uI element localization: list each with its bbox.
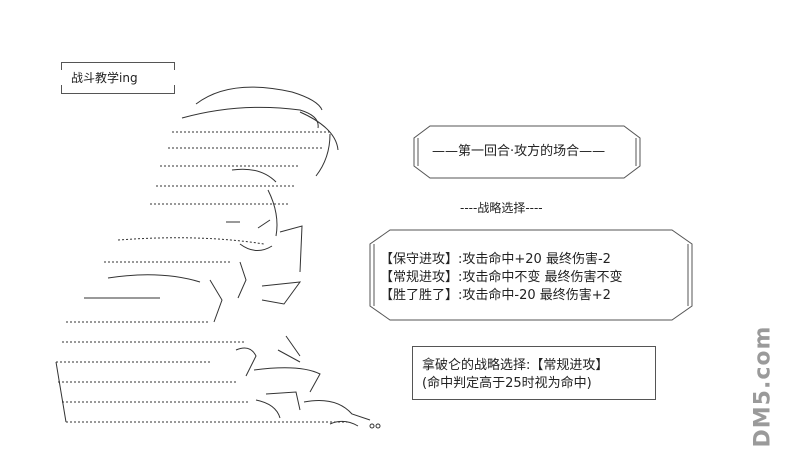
watermark-logo: DM5.com <box>744 325 784 455</box>
watermark-text: DM5.com <box>750 325 776 448</box>
strategy-header: ----战略选择---- <box>460 201 543 215</box>
options-frame <box>369 229 693 321</box>
choice-box <box>412 346 656 400</box>
round-title-frame <box>413 125 641 179</box>
choice-line-1: 拿破仑的战略选择:【常规进攻】 <box>422 358 609 373</box>
option-conservative: 【保守进攻】:攻击命中+20 最终伤害-2 <box>380 252 611 267</box>
ascii-art-illustration <box>55 86 381 429</box>
option-aggressive: 【胜了胜了】:攻击命中-20 最终伤害+2 <box>380 288 611 303</box>
tag-label: 战斗教学ing <box>71 71 138 85</box>
choice-line-2: (命中判定高于25时视为命中) <box>422 376 592 391</box>
option-regular: 【常规进攻】:攻击命中不变 最终伤害不变 <box>380 270 623 285</box>
tag-box: 战斗教学ing <box>61 62 175 94</box>
round-title: ——第一回合·攻方的场合—— <box>432 144 606 159</box>
